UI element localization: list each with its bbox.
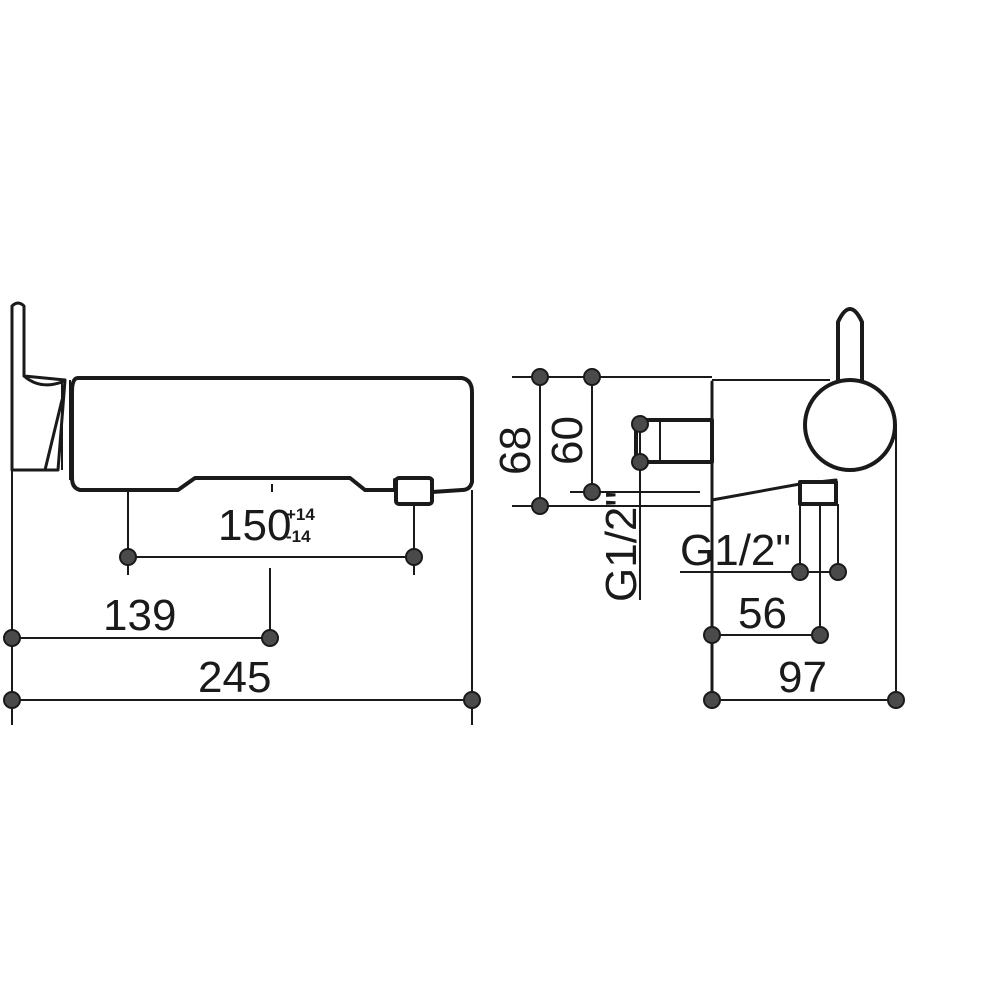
dim-dot: [829, 563, 847, 581]
wall-plate-neck: [22, 374, 64, 472]
dim-dot: [583, 368, 601, 386]
dim-dot: [3, 691, 21, 709]
dim-dot: [119, 548, 137, 566]
dim-dot: [811, 626, 829, 644]
dim-label-97: 97: [778, 653, 827, 702]
dim-dot: [583, 483, 601, 501]
dim-dot: [631, 453, 649, 471]
dim-label-thread-vertical: G1/2": [597, 491, 646, 602]
outlet-stub: [798, 480, 838, 506]
dim-label-245: 245: [198, 653, 271, 702]
dim-dot: [463, 691, 481, 709]
wall-plate: [10, 301, 67, 472]
dim-dot: [531, 368, 549, 386]
inlet-connector: [634, 418, 714, 464]
dim-tolerance-plus: +14: [286, 505, 315, 524]
dim-dot: [531, 497, 549, 515]
outlet-nut: [394, 476, 434, 506]
dim-dot: [405, 548, 423, 566]
handle-lever: [836, 307, 864, 387]
dim-label-68: 68: [491, 426, 540, 475]
dim-label-139: 139: [103, 591, 176, 640]
dim-label-thread-horizontal: G1/2": [680, 526, 791, 575]
dim-label-150: 150: [218, 501, 291, 550]
mixer-body: [70, 376, 474, 494]
dim-dot: [791, 563, 809, 581]
dim-tolerance-minus: -14: [286, 527, 311, 546]
body-groove: [61, 380, 71, 480]
handle-disc: [803, 378, 897, 472]
front-view: 150 +14 -14 139 245: [3, 301, 481, 725]
dim-dot: [261, 629, 279, 647]
dim-dot: [703, 691, 721, 709]
dim-label-56: 56: [738, 589, 787, 638]
dim-dot: [3, 629, 21, 647]
side-view: 68 60 G1/2" G1/2" 56 97: [491, 307, 905, 709]
dim-label-60: 60: [543, 416, 592, 465]
dim-dot: [887, 691, 905, 709]
dim-dot: [631, 415, 649, 433]
dim-dot: [703, 626, 721, 644]
